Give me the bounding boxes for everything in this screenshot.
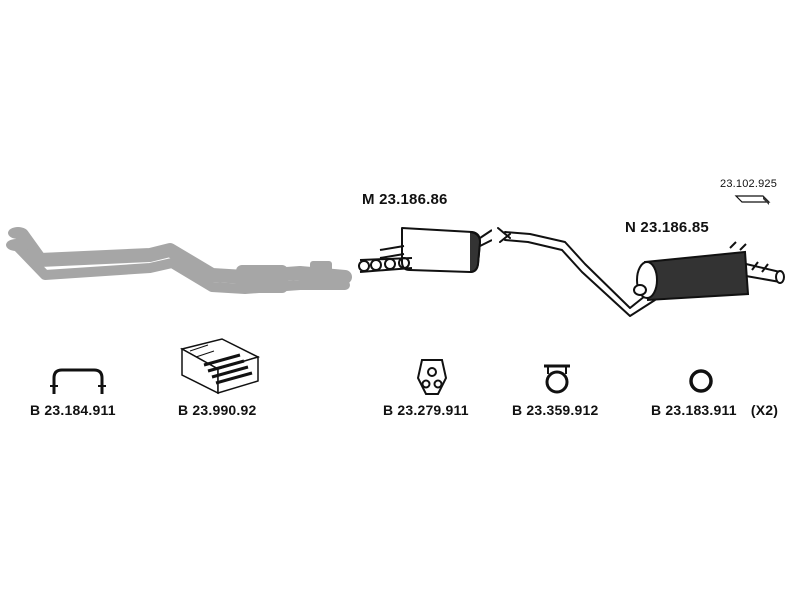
accessory-code-4: B 23.359.912 [512,402,599,418]
accessory-code-1: B 23.184.911 [30,402,116,418]
middle-muffler [358,227,492,273]
front-pipe [6,227,352,294]
accessory-code-5: B 23.183.911 [651,402,737,418]
mounting-kit-box-icon [179,338,261,395]
small-bracket [734,195,771,205]
rubber-hanger-icon [416,359,448,395]
rear-muffler-assembly [497,227,785,317]
accessory-code-3: B 23.279.911 [383,402,469,418]
middle-muffler-label: M 23.186.86 [362,191,448,208]
u-clamp-icon [50,368,106,394]
accessory-qty-5: (X2) [750,402,779,418]
accessory-5-label: B 23.183.911 (X2) [651,403,778,417]
bracket-label: 23.102.925 [720,178,778,190]
accessory-code-2: B 23.990.92 [178,402,257,418]
o-ring-icon [689,369,713,393]
pipe-clamp-icon [544,364,570,394]
rear-muffler-label: N 23.186.85 [625,219,709,236]
